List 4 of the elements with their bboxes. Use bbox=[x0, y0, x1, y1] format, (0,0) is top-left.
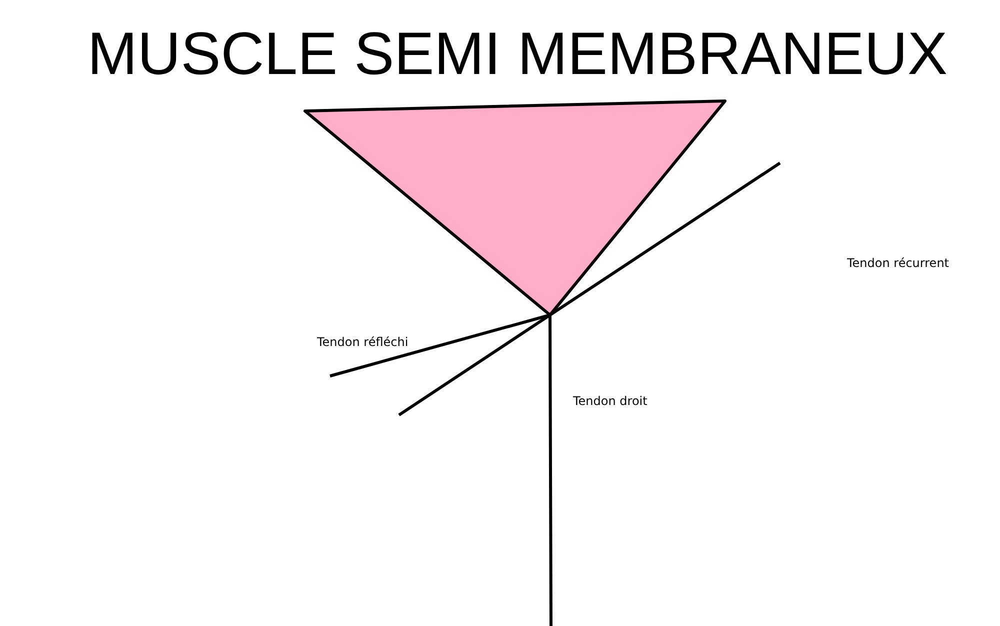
part-label: Tendon droit bbox=[573, 394, 648, 409]
part-label: Tendon récurrent bbox=[847, 256, 949, 271]
part-label: Tendon réfléchi bbox=[317, 335, 408, 350]
title: MUSCLE SEMI MEMBRANEUX bbox=[86, 19, 949, 89]
